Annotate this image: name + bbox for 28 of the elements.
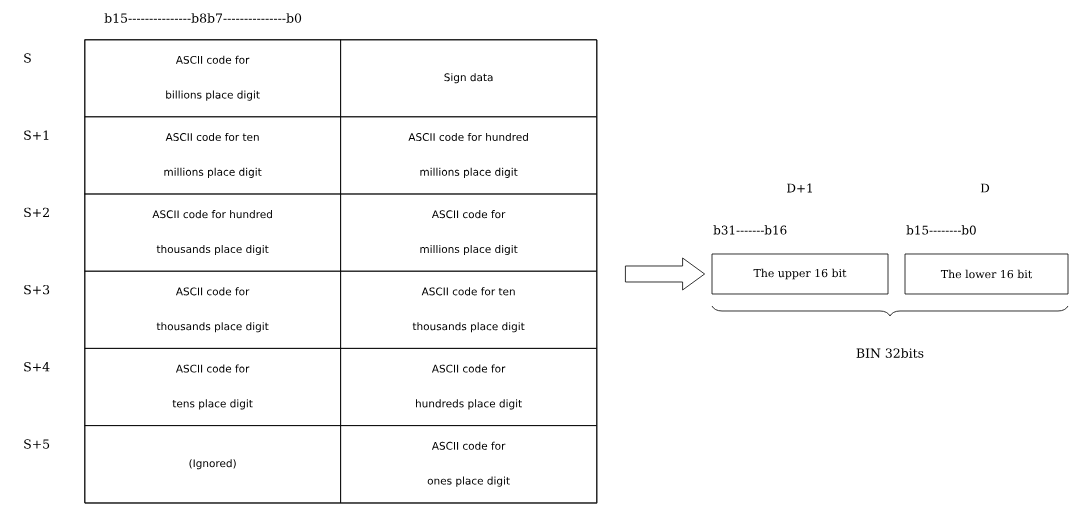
table-frame	[84, 39, 598, 504]
table-cell: ASCII code for ten millions place digit	[84, 116, 341, 195]
table-cell: ASCII code for ones place digit	[340, 425, 597, 504]
row-label: S+1	[24, 130, 49, 140]
row-label: S+5	[24, 439, 50, 449]
text-box: The lower 16 bit	[904, 253, 1069, 295]
table-cell: (Ignored)	[84, 425, 341, 504]
table-cell: ASCII code for hundreds place digit	[340, 348, 597, 426]
row-label: S+2	[24, 207, 49, 218]
register-label: D	[980, 183, 990, 193]
table-cell: ASCII code for billions place digit	[84, 39, 341, 118]
table-cell: ASCII code for tens place digit	[84, 348, 341, 426]
register-label: D+1	[787, 183, 812, 193]
table-cell: ASCII code for ten thousands place digit	[340, 270, 597, 349]
table-cell: ASCII code for hundred millions place digit	[340, 116, 597, 195]
block-arrow	[625, 257, 705, 291]
row-label: S+3	[24, 284, 50, 295]
caption-label: BIN 32bits	[856, 348, 924, 358]
table-cell: ASCII code for millions place digit	[340, 193, 597, 272]
text-box: The upper 16 bit	[711, 253, 889, 295]
bit-range-label: b31-------b16	[713, 225, 787, 235]
row-label: S+4	[24, 362, 50, 372]
bit-range-label: b15---------------b8b7---------------b0	[104, 13, 302, 23]
row-label: S	[24, 53, 31, 63]
table-cell: ASCII code for hundred thousands place digit	[84, 193, 341, 272]
bit-range-label: b15--------b0	[906, 225, 976, 235]
table-cell: ASCII code for thousands place digit	[84, 270, 341, 349]
table-cell: Sign data	[340, 39, 597, 118]
